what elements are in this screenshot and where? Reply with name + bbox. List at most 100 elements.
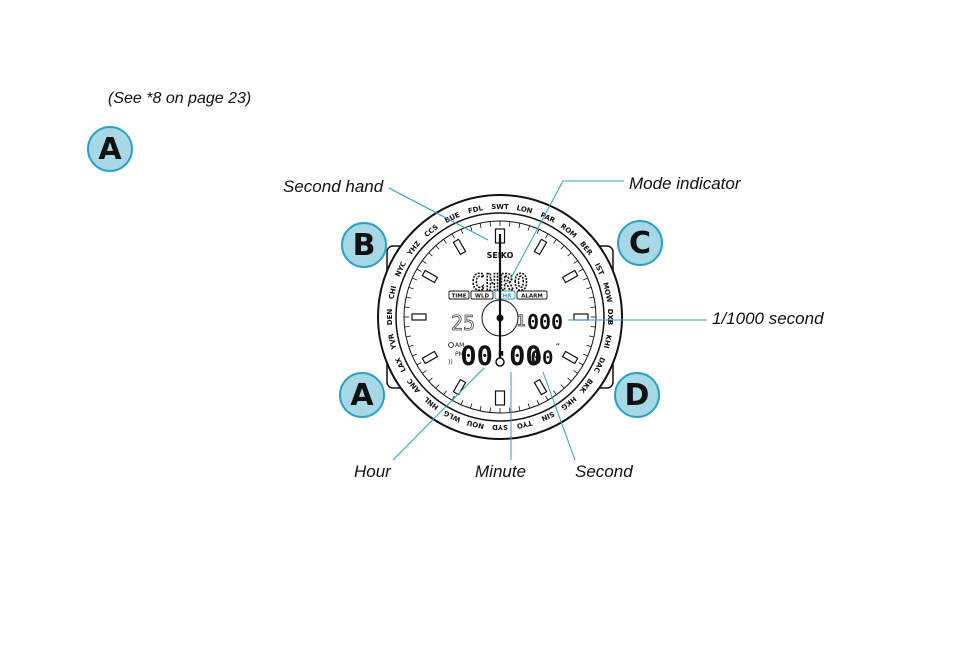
seconds-display: 00 [531, 347, 554, 369]
minute-tick [560, 245, 565, 250]
minute-tick [469, 403, 473, 409]
hand-pivot [496, 314, 504, 322]
minute-tick [412, 277, 418, 281]
snooze-icon: )) [448, 359, 453, 366]
minute-tick [443, 239, 447, 244]
button-c-badge: C [617, 220, 663, 266]
city-code: TYO [516, 419, 533, 430]
minute-ticks [404, 221, 596, 413]
label-hour: Hour [354, 462, 391, 481]
minute-tick [573, 370, 578, 374]
hour-marker [573, 313, 589, 321]
millisecond-display: 000 [527, 310, 563, 334]
minute-tick [536, 399, 540, 405]
hour-marker [421, 269, 439, 284]
label-second: Second [575, 462, 633, 481]
minute-tick [404, 306, 410, 308]
pm-indicator: PM [455, 351, 464, 358]
minute-tick [553, 390, 557, 395]
leader-lines [388, 180, 707, 461]
button-b-badge: B [341, 222, 387, 268]
mode-label-wld: WLD [475, 294, 490, 300]
hour-marker [421, 350, 439, 365]
minute-tick [443, 390, 447, 395]
minute-tick [586, 344, 592, 348]
minute-tick [479, 223, 482, 229]
minute-tick [479, 405, 482, 411]
minute-tick [416, 268, 422, 272]
hour-marker [533, 378, 548, 396]
minute-tick [545, 233, 549, 239]
label-millisecond: 1/1000 second [712, 309, 824, 328]
left-segment-display: 25 [451, 311, 475, 335]
minute-tick [545, 395, 549, 401]
mode-box-wld [470, 290, 494, 300]
minute-tick [518, 405, 521, 411]
mode-label-time: TIME [451, 294, 466, 300]
label-second-hand: Second hand [283, 177, 384, 196]
hour-marker [494, 390, 506, 406]
mode-box-alarm [516, 290, 548, 300]
page-reference-note: (See *8 on page 23) [108, 90, 252, 107]
right-small-digit: 1 [516, 311, 526, 330]
city-code: CHI [387, 285, 398, 300]
hour-marker [533, 238, 548, 256]
minute-tick [428, 252, 433, 257]
label-minute: Minute [475, 462, 527, 481]
minute-tick [553, 239, 557, 244]
minute-tick [590, 306, 596, 308]
hour-marker [452, 378, 467, 396]
city-code: SWT [491, 203, 509, 211]
button-d-badge: D [614, 372, 660, 418]
minute-tick [422, 370, 427, 374]
minute-tick [578, 268, 584, 272]
seconds-mark: ″ [556, 343, 560, 353]
label-mode-indicator: Mode indicator [629, 174, 741, 193]
leader-mode-indicator [509, 180, 624, 281]
minute-tick [536, 229, 540, 235]
city-code: FDL [467, 204, 484, 215]
minute-tick [582, 277, 588, 281]
minute-tick [460, 399, 464, 405]
minute-tick [509, 221, 511, 227]
minute-tick [509, 407, 511, 413]
minute-tick [469, 225, 473, 231]
minute-tick [582, 353, 588, 357]
minute-tick [416, 362, 422, 366]
minute-tick [406, 335, 412, 338]
city-code: SYD [492, 423, 508, 431]
city-code: YVR [387, 332, 399, 351]
mode-label-alarm: ALARM [521, 294, 543, 300]
minute-tick [408, 344, 414, 348]
minute-tick [428, 377, 433, 382]
minute-tick [408, 286, 414, 290]
minute-tick [527, 225, 531, 231]
minute-tick [404, 326, 410, 328]
minute-tick [412, 353, 418, 357]
city-code: DXB [606, 309, 614, 326]
minute-tick [560, 384, 565, 389]
minute-tick [588, 296, 594, 299]
city-code: LON [516, 204, 534, 215]
minute-tick [590, 326, 596, 328]
button-a-badge: A [339, 372, 385, 418]
button-a-badge-top: A [87, 126, 133, 172]
minute-tick [422, 260, 427, 264]
minute-tick [406, 296, 412, 299]
leader-second [542, 371, 576, 461]
hour-marker [452, 238, 467, 256]
city-code: NOU [466, 418, 485, 430]
minute-tick [518, 223, 521, 229]
minute-tick [489, 407, 491, 413]
minute-tick [460, 229, 464, 235]
city-code: DEN [386, 309, 394, 326]
minute-tick [586, 286, 592, 290]
hour-marker [411, 313, 427, 321]
minute-tick [527, 403, 531, 409]
city-code: KHI [602, 334, 613, 349]
minute-tick [489, 221, 491, 227]
leader-hour [392, 367, 485, 461]
leader-second-hand [388, 187, 489, 241]
